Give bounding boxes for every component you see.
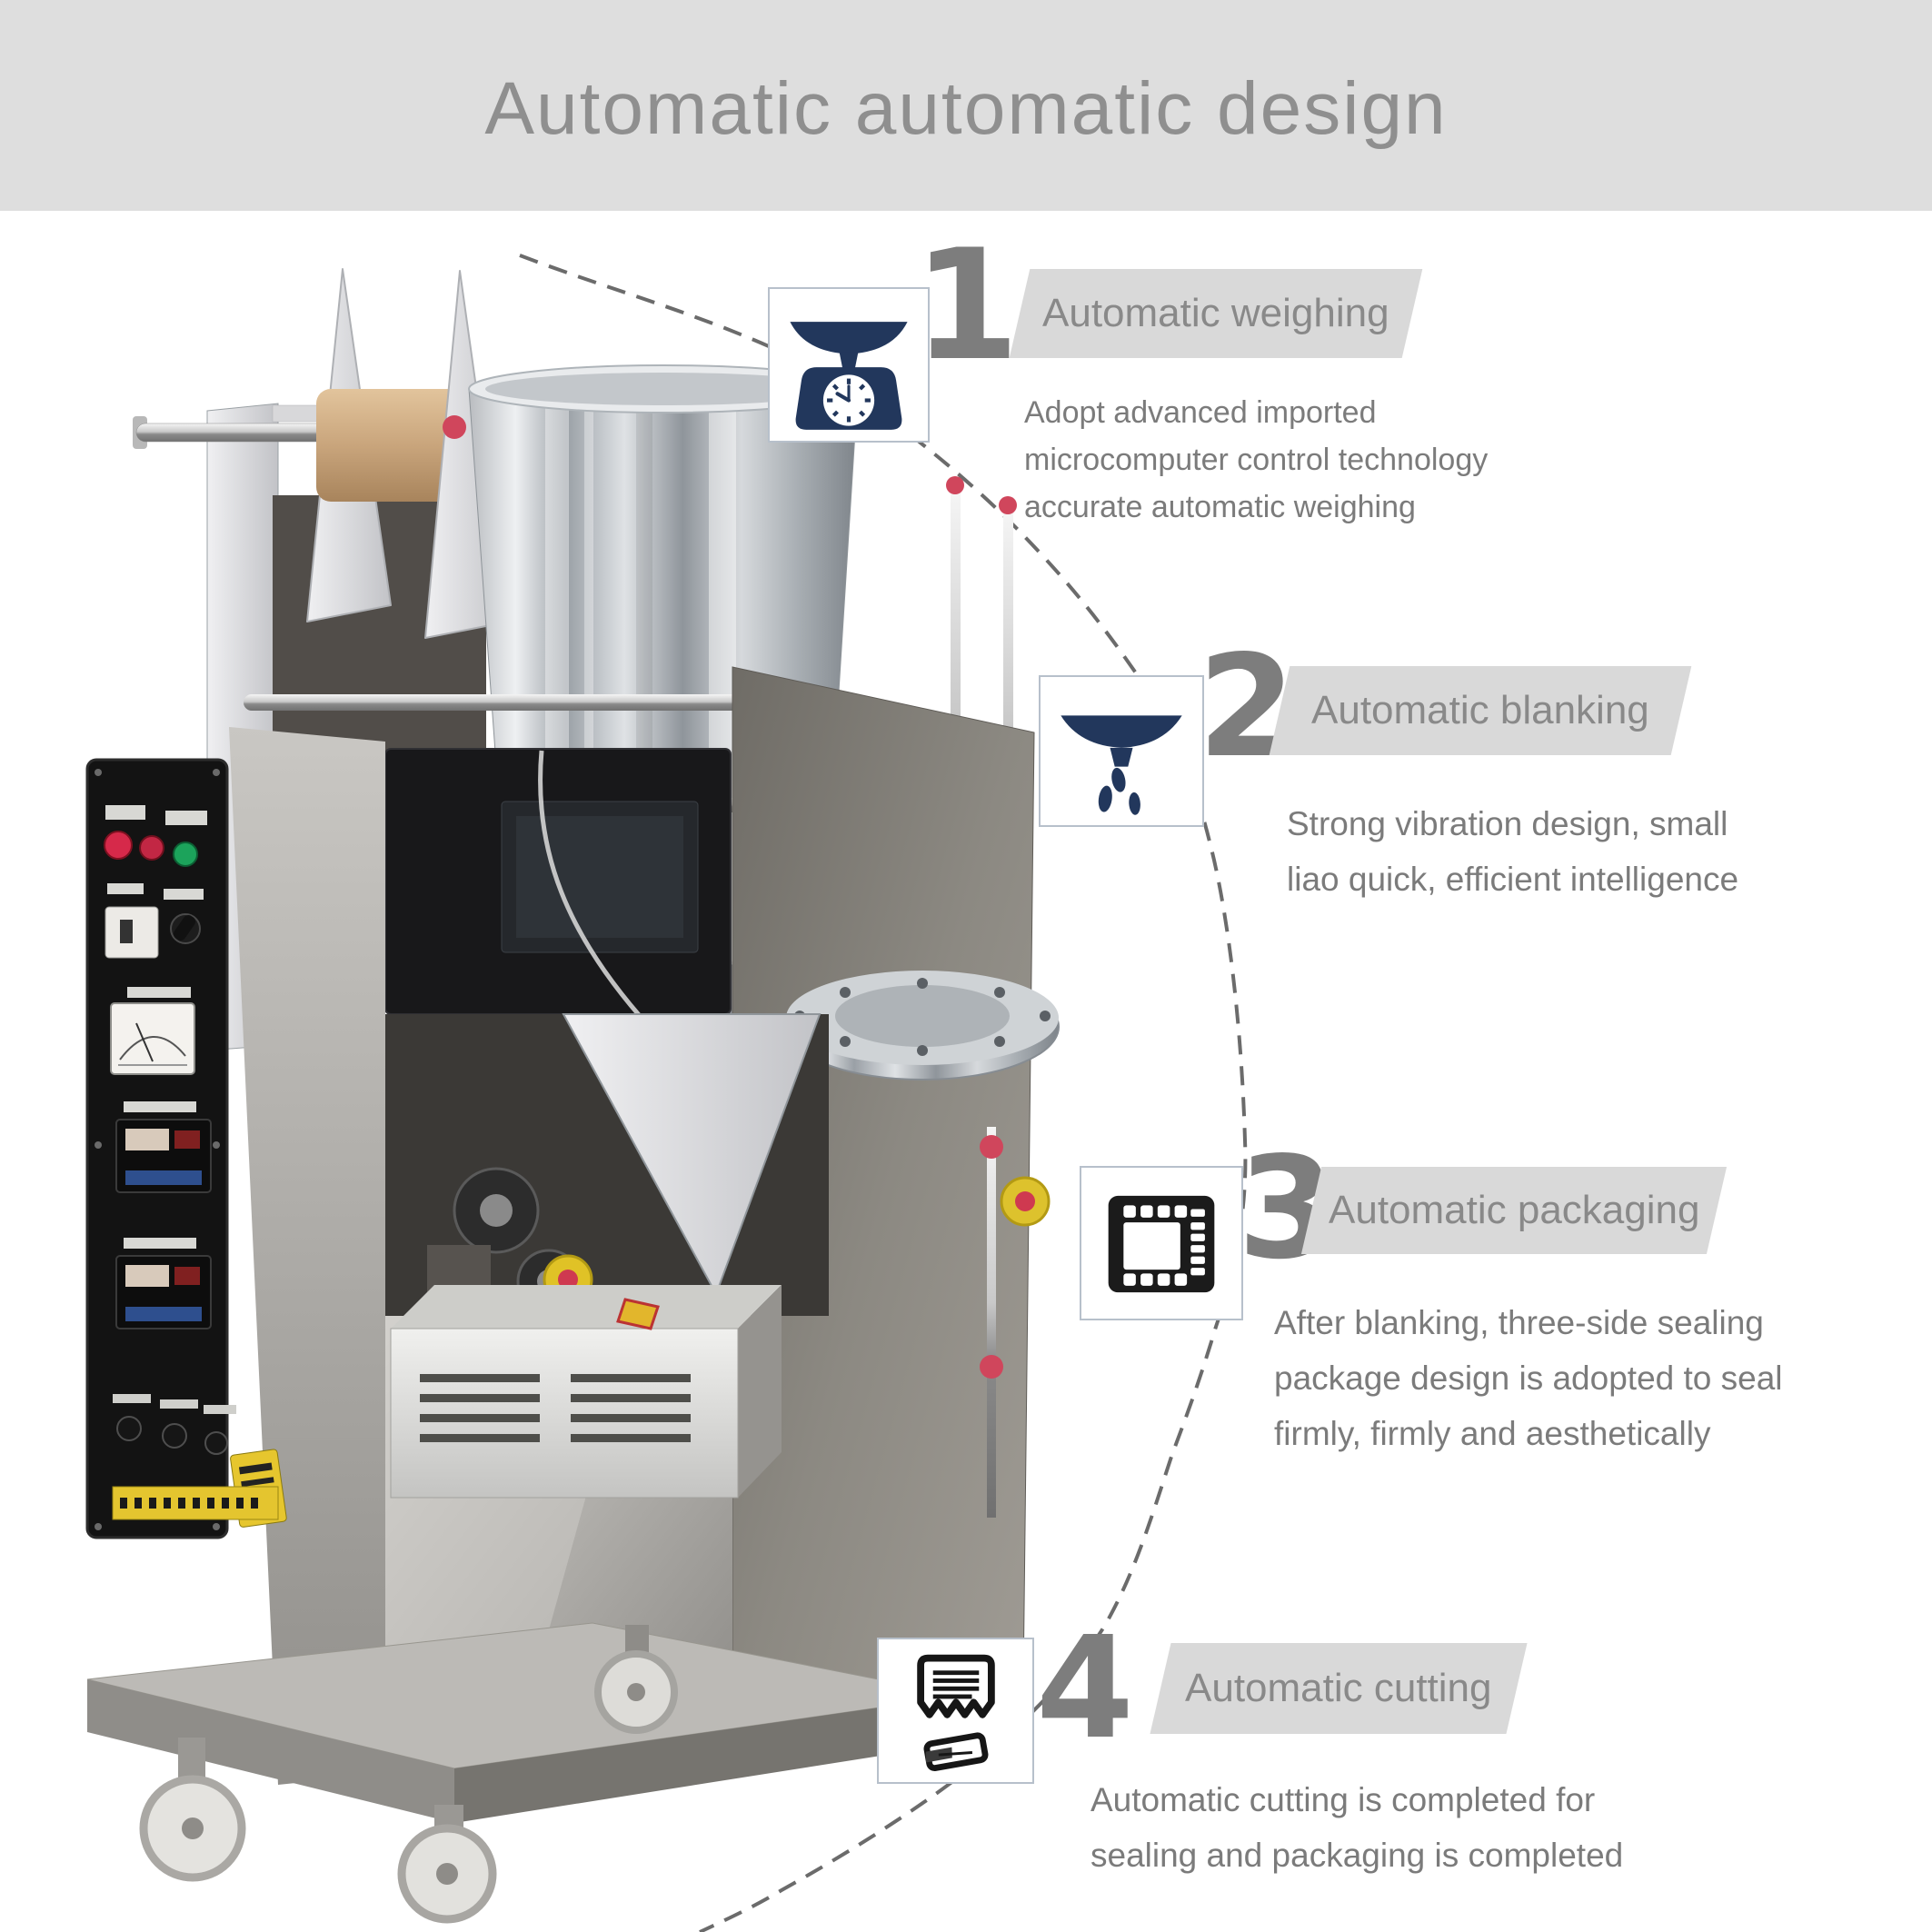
step-description-4: Automatic cutting is completed for seali…: [1090, 1781, 1624, 1874]
red-button: [104, 831, 133, 860]
rotary-knob: [116, 1416, 142, 1441]
temperature-controller: [115, 1255, 212, 1329]
step-number-1: 1: [913, 216, 1020, 394]
step-label-banner-1: Automatic weighing: [1009, 269, 1423, 358]
step-description-3: After blanking, three-side sealing packa…: [1274, 1304, 1783, 1452]
front-left-column: [229, 727, 385, 1785]
rotary-feeder-disc: [785, 971, 1060, 1081]
display-housing: [384, 748, 732, 1018]
caster-wheel: [397, 1805, 497, 1924]
step-icon-box-2: [1039, 675, 1204, 827]
guide-rod-upper: [244, 694, 798, 711]
step-icon-box-1: [768, 287, 930, 443]
receipt-cut-icon: [916, 1654, 995, 1771]
step-label-1: Automatic weighing: [1042, 291, 1389, 335]
film-roll-core: [316, 389, 471, 502]
funnel-drops-icon: [1061, 714, 1182, 815]
header-banner: [0, 0, 1932, 211]
green-button: [173, 842, 198, 867]
control-panel: [85, 758, 279, 1539]
step-icon-box-3: [1080, 1166, 1243, 1320]
sealing-unit: [390, 1285, 782, 1499]
step-label-banner-2: Automatic blanking: [1269, 666, 1692, 755]
rotary-knob: [162, 1423, 187, 1449]
step-label-4: Automatic cutting: [1185, 1666, 1492, 1710]
rotary-knob: [204, 1431, 228, 1455]
packaging-machine-illustration: [85, 268, 1060, 1924]
yellow-label-strip: [112, 1486, 279, 1520]
base-cart: [86, 1622, 962, 1823]
caster-wheel: [594, 1625, 678, 1734]
temperature-controller: [115, 1119, 212, 1193]
step-label-2: Automatic blanking: [1311, 688, 1649, 732]
caster-wheel: [139, 1738, 246, 1882]
step-label-3: Automatic packaging: [1328, 1188, 1700, 1232]
forming-mechanism: [385, 1013, 829, 1316]
film-package-icon: [1108, 1195, 1215, 1293]
step-description-1: Adopt advanced imported microcomputer co…: [1024, 395, 1489, 524]
analog-meter: [110, 1002, 195, 1075]
page-title: Automatic automatic design: [484, 67, 1448, 150]
scale-icon: [790, 321, 908, 430]
red-button: [139, 835, 164, 861]
step-label-banner-4: Automatic cutting: [1150, 1643, 1528, 1734]
step-number-4: 4: [1036, 1606, 1134, 1770]
step-icon-box-4: [877, 1638, 1034, 1784]
step-description-2: Strong vibration design, small liao quic…: [1287, 805, 1739, 898]
step-label-banner-3: Automatic packaging: [1300, 1167, 1728, 1254]
